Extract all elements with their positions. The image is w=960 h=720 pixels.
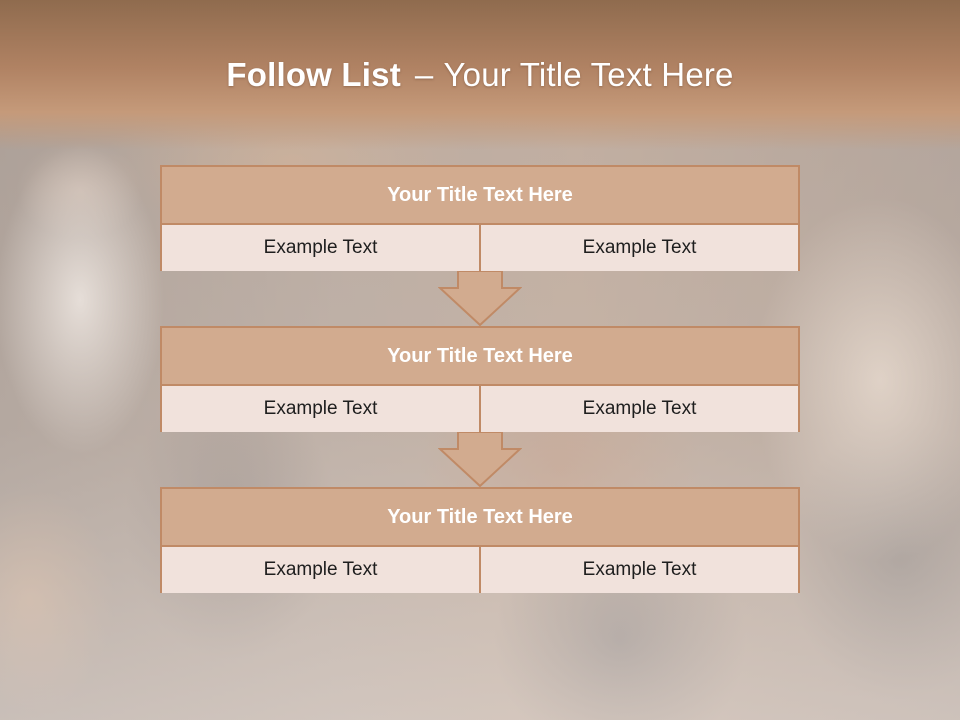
title-dash: – bbox=[414, 56, 434, 93]
header-band bbox=[0, 0, 960, 150]
step-cell-left[interactable]: Example Text bbox=[263, 559, 378, 580]
title-subtitle: Your Title Text Here bbox=[443, 56, 734, 93]
step-title[interactable]: Your Title Text Here bbox=[162, 489, 798, 547]
step-box-1[interactable]: Your Title Text Here Example Text Exampl… bbox=[160, 165, 800, 271]
step-title[interactable]: Your Title Text Here bbox=[162, 328, 798, 386]
step-box-3[interactable]: Your Title Text Here Example Text Exampl… bbox=[160, 487, 800, 593]
step-cell-right[interactable]: Example Text bbox=[479, 386, 798, 432]
page-title: Follow List–Your Title Text Here bbox=[0, 56, 960, 94]
step-title[interactable]: Your Title Text Here bbox=[162, 167, 798, 225]
down-arrow-icon bbox=[438, 270, 522, 326]
down-arrow-icon bbox=[438, 431, 522, 487]
step-cell-left[interactable]: Example Text bbox=[263, 237, 378, 258]
step-cells: Example Text Example Text bbox=[162, 547, 798, 593]
step-cell-right[interactable]: Example Text bbox=[479, 225, 798, 271]
step-cell-right[interactable]: Example Text bbox=[479, 547, 798, 593]
step-box-2[interactable]: Your Title Text Here Example Text Exampl… bbox=[160, 326, 800, 432]
step-cells: Example Text Example Text bbox=[162, 225, 798, 271]
step-cell-left[interactable]: Example Text bbox=[263, 398, 378, 419]
title-bold: Follow List bbox=[226, 56, 401, 93]
step-cells: Example Text Example Text bbox=[162, 386, 798, 432]
